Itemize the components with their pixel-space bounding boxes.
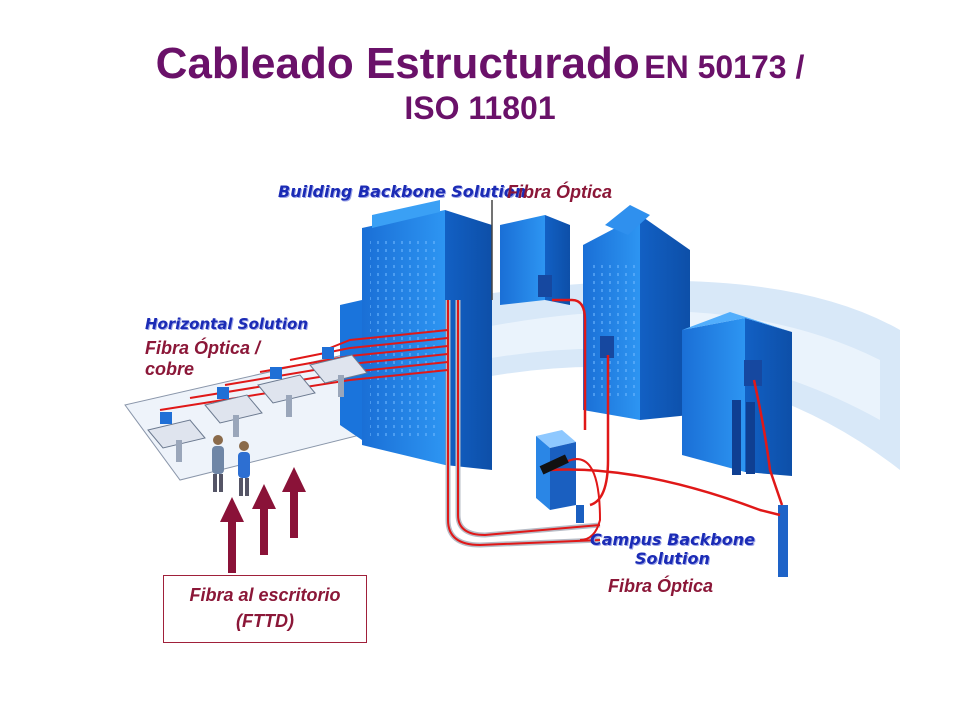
- horizontal-solution-label: Horizontal Solution: [145, 315, 308, 333]
- person-icon-2: [238, 441, 250, 496]
- fttd-arrows: [220, 467, 306, 573]
- small-tower-building: [500, 215, 570, 305]
- title-standard: EN 50173 /: [644, 49, 805, 85]
- arrow-up-icon: [282, 467, 306, 538]
- fttd-text-1: Fibra al escritorio: [189, 585, 341, 605]
- workstation-1: [147, 412, 206, 462]
- title-main: Cableado Estructurado: [155, 39, 640, 88]
- campus-backbone-label: Campus Backbone Solution: [590, 530, 755, 568]
- building-backbone-label: Building Backbone Solution: [278, 182, 526, 201]
- horizontal-media-text-1: Fibra Óptica /: [145, 338, 261, 358]
- cube-building: [682, 312, 792, 476]
- workstation-4: [309, 347, 368, 397]
- arrow-up-icon: [252, 484, 276, 555]
- tall-building: [583, 205, 690, 420]
- person-icon-1: [212, 435, 224, 492]
- page-title: Cableado Estructurado EN 50173 / ISO 118…: [0, 38, 960, 128]
- campus-media-label: Fibra Óptica: [608, 576, 714, 596]
- title-standard-line2: ISO 11801: [404, 89, 556, 126]
- campus-backbone-text-2: Solution: [635, 549, 710, 568]
- horizontal-solution-text: Horizontal Solution: [145, 315, 308, 333]
- cable-splice: [539, 454, 569, 475]
- backbone-cables: [445, 298, 784, 548]
- campus-pole: [778, 505, 788, 577]
- fttd-text-2: (FTTD): [236, 611, 294, 631]
- horizontal-media-text-2: cobre: [145, 359, 195, 379]
- workstation-2: [204, 387, 263, 437]
- horizontal-media-label: Fibra Óptica / cobre: [145, 338, 260, 380]
- campus-backbone-text-1: Campus Backbone: [590, 530, 755, 549]
- workstation-3: [257, 367, 316, 417]
- building-backbone-text: Building Backbone Solution: [278, 182, 527, 201]
- fttd-label-box: Fibra al escritorio (FTTD): [163, 575, 367, 643]
- junction-box: [536, 430, 584, 523]
- main-building: [340, 200, 492, 470]
- building-media-label: Fibra Óptica: [507, 182, 613, 202]
- arrow-up-icon: [220, 497, 244, 573]
